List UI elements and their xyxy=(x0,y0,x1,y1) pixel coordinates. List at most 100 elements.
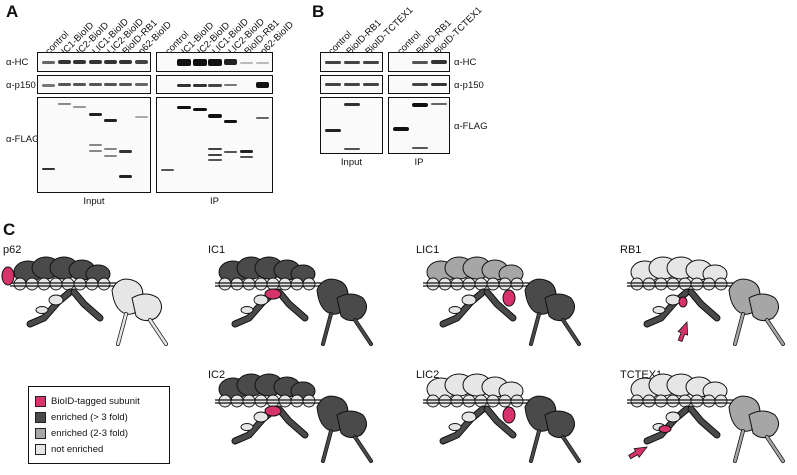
arp-filament-subunit xyxy=(73,277,87,291)
arp-filament-subunit xyxy=(630,394,644,408)
blot-b-input-flag xyxy=(320,97,383,154)
blot-a-ip-hc xyxy=(156,52,273,72)
arp-filament-subunit xyxy=(218,394,232,408)
arp-filament-subunit xyxy=(290,394,304,408)
blot-a-input-flag xyxy=(37,97,151,193)
diagram-title-tctex1: TCTEX1 xyxy=(620,369,663,381)
arp-filament-subunit xyxy=(642,394,656,408)
dynein-diagram-rb1 xyxy=(627,256,785,346)
arp-filament-subunit xyxy=(97,277,111,291)
pointer-arrow-icon xyxy=(677,321,689,342)
arp-filament-subunit xyxy=(462,394,476,408)
legend-item: enriched (2-3 fold) xyxy=(35,425,163,441)
motor-stalk-fill xyxy=(733,312,745,346)
legend-label: enriched (2-3 fold) xyxy=(51,427,129,439)
arp-filament-subunit xyxy=(690,277,704,291)
arp-filament-subunit xyxy=(290,277,304,291)
dynein-tail xyxy=(484,289,516,321)
motor-stalk-fill xyxy=(321,429,333,463)
arp-filament-subunit xyxy=(510,394,524,408)
diagram-title-lic2: LIC2 xyxy=(416,369,440,381)
arp-filament-subunit xyxy=(25,277,39,291)
dynein-motor-head xyxy=(336,293,367,322)
motor-stalk-fill xyxy=(116,312,128,346)
bioid-tagged-subunit xyxy=(264,288,282,300)
dynein-diagram-p62 xyxy=(1,256,168,346)
dynein-tail xyxy=(276,289,308,321)
blot-b-ip-flag xyxy=(388,97,450,154)
arp-filament-subunit xyxy=(474,394,488,408)
arp-filament-subunit xyxy=(438,277,452,291)
caption-a-ip: IP xyxy=(210,196,219,207)
arp-filament-subunit xyxy=(426,394,440,408)
light-chain xyxy=(253,411,269,423)
arp-filament-subunit xyxy=(13,277,27,291)
arp-filament-subunit xyxy=(218,277,232,291)
panel-b-letter: B xyxy=(312,2,325,21)
dynein-diagram-ic2 xyxy=(215,373,373,463)
row-label-b-p150: α-p150 xyxy=(454,80,484,91)
arp-filament-subunit xyxy=(666,277,680,291)
arp-filament-subunit xyxy=(462,277,476,291)
arp-filament-subunit xyxy=(254,277,268,291)
arp-filament-subunit xyxy=(630,277,644,291)
arp-filament-subunit xyxy=(242,277,256,291)
arp-filament-subunit xyxy=(37,277,51,291)
light-chain xyxy=(665,294,681,306)
row-label-p150: α-p150 xyxy=(6,80,36,91)
arp-filament-subunit xyxy=(642,277,656,291)
light-chain xyxy=(461,411,477,423)
arp-filament-subunit xyxy=(486,277,500,291)
panel-a-letter: A xyxy=(6,2,19,21)
dynein-tail xyxy=(644,289,690,327)
dynein-diagram-ic1 xyxy=(215,256,373,346)
arp-filament-subunit xyxy=(666,394,680,408)
arp-filament-subunit xyxy=(486,394,500,408)
arp-filament-subunit xyxy=(254,394,268,408)
arp-filament-subunit xyxy=(278,277,292,291)
arp-filament-subunit xyxy=(498,277,512,291)
dynein-motor-head xyxy=(748,410,779,439)
blot-a-ip-flag xyxy=(156,97,273,193)
blot-b-ip-hc xyxy=(388,52,450,72)
motor-stalk-fill xyxy=(353,318,373,346)
arp-filament-subunit xyxy=(85,277,99,291)
bioid-tagged-subunit xyxy=(502,289,516,307)
light-chain xyxy=(448,423,462,431)
blot-b-ip-p150 xyxy=(388,75,450,94)
arp-filament-subunit xyxy=(242,394,256,408)
legend-item: enriched (> 3 fold) xyxy=(35,409,163,425)
motor-stalk-fill xyxy=(561,435,581,463)
dynein-tail xyxy=(27,289,73,327)
arp-filament-subunit xyxy=(678,277,692,291)
blot-b-input-p150 xyxy=(320,75,383,94)
dynein-motor-head xyxy=(336,410,367,439)
motor-stalk-fill xyxy=(353,435,373,463)
dynein-tail xyxy=(71,289,103,321)
bioid-tagged-subunit xyxy=(502,406,516,424)
caption-a-input: Input xyxy=(83,196,105,207)
arp-filament-subunit xyxy=(302,277,316,291)
dynein-tail xyxy=(484,406,516,438)
row-label-b-flag: α-FLAG xyxy=(454,121,488,132)
dynein-tail xyxy=(440,289,486,327)
dynein-tail xyxy=(688,406,720,438)
row-label-flag: α-FLAG xyxy=(6,134,40,145)
arp-filament-subunit xyxy=(678,394,692,408)
arp-filament-subunit xyxy=(61,277,75,291)
blot-a-input-hc xyxy=(37,52,151,72)
arp-filament-subunit xyxy=(302,394,316,408)
bioid-tagged-subunit xyxy=(678,296,688,308)
row-label-hc: α-HC xyxy=(6,57,29,68)
legend-swatch-tagged xyxy=(35,395,46,407)
motor-stalk-fill xyxy=(765,318,785,346)
arp-filament-subunit xyxy=(230,394,244,408)
arp-filament-subunit xyxy=(474,277,488,291)
legend-item: not enriched xyxy=(35,441,163,457)
dynein-motor-head xyxy=(748,293,779,322)
bioid-tagged-subunit xyxy=(658,425,672,433)
blot-a-ip-p150 xyxy=(156,75,273,94)
dynein-tail xyxy=(440,406,486,444)
diagram-title-lic1: LIC1 xyxy=(416,244,440,256)
arp-filament-subunit xyxy=(278,394,292,408)
